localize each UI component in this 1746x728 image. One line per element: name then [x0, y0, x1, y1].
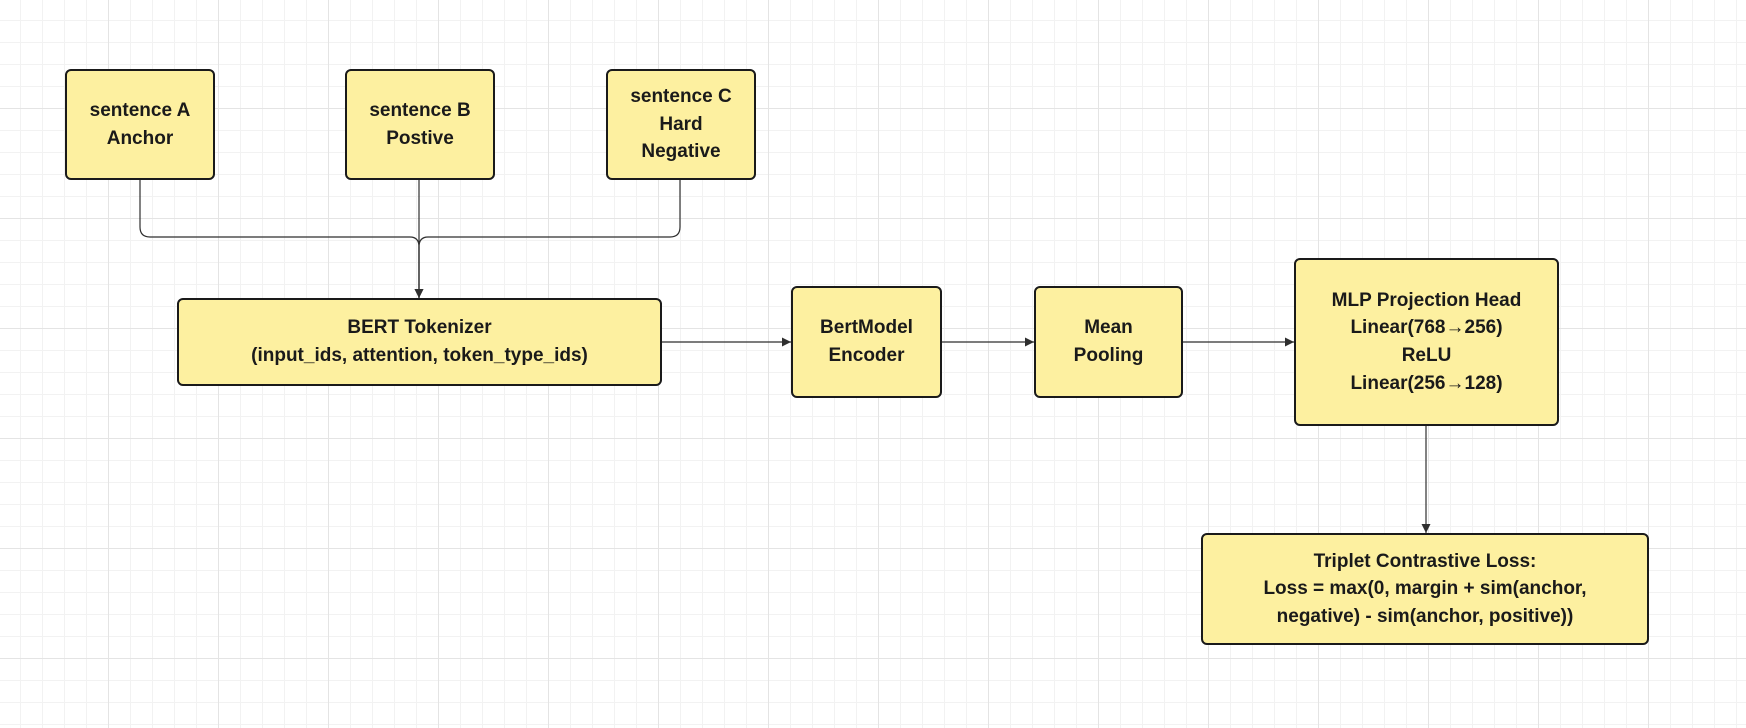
node-text-line: Linear(256→128) — [1350, 372, 1503, 394]
node-text-line: BertModel — [820, 317, 913, 339]
edge-sentence-a-to-tokenizer — [139, 180, 424, 298]
node-text-line: sentence C — [630, 86, 732, 108]
sentence-a-text: sentence A Anchor — [90, 97, 191, 152]
node-text-line: Postive — [386, 127, 454, 149]
node-text-line: sentence A — [89, 99, 191, 121]
node-text-line: Anchor — [106, 127, 174, 149]
node-text-line: Triplet Contrastive Loss: — [1313, 550, 1537, 572]
sentence-b-text: sentence B Postive — [369, 97, 470, 152]
sentence-b-node[interactable]: sentence B Postive — [345, 69, 495, 180]
sentence-a-node[interactable]: sentence A Anchor — [65, 69, 215, 180]
triplet-loss-text: Triplet Contrastive Loss: Loss = max(0, m… — [1263, 548, 1586, 631]
bert-tokenizer-text: BERT Tokenizer (input_ids, attention, tok… — [251, 314, 588, 369]
node-text-line: (input_ids, attention, token_type_ids) — [251, 345, 588, 366]
node-text-line: Negative — [641, 141, 721, 163]
node-text-line: ReLU — [1401, 345, 1452, 366]
node-text-line: Mean — [1084, 317, 1133, 339]
triplet-loss-node[interactable]: Triplet Contrastive Loss: Loss = max(0, m… — [1201, 533, 1649, 645]
node-text-line: Pooling — [1073, 345, 1144, 366]
node-text-line: Linear(768→256) — [1350, 317, 1503, 339]
node-text-line: BERT Tokenizer — [347, 317, 492, 339]
node-text-line: Encoder — [828, 345, 905, 366]
bert-tokenizer-node[interactable]: BERT Tokenizer (input_ids, attention, tok… — [177, 298, 662, 386]
node-text-line: negative) - sim(anchor, positive)) — [1276, 605, 1574, 627]
node-text-line: Hard — [659, 113, 703, 135]
edge-sentence-c-to-tokenizer — [418, 180, 681, 298]
node-text-line: sentence B — [369, 99, 471, 121]
node-text-line: Loss = max(0, margin + sim(anchor, — [1263, 578, 1587, 600]
node-text-line: MLP Projection Head — [1331, 289, 1522, 311]
